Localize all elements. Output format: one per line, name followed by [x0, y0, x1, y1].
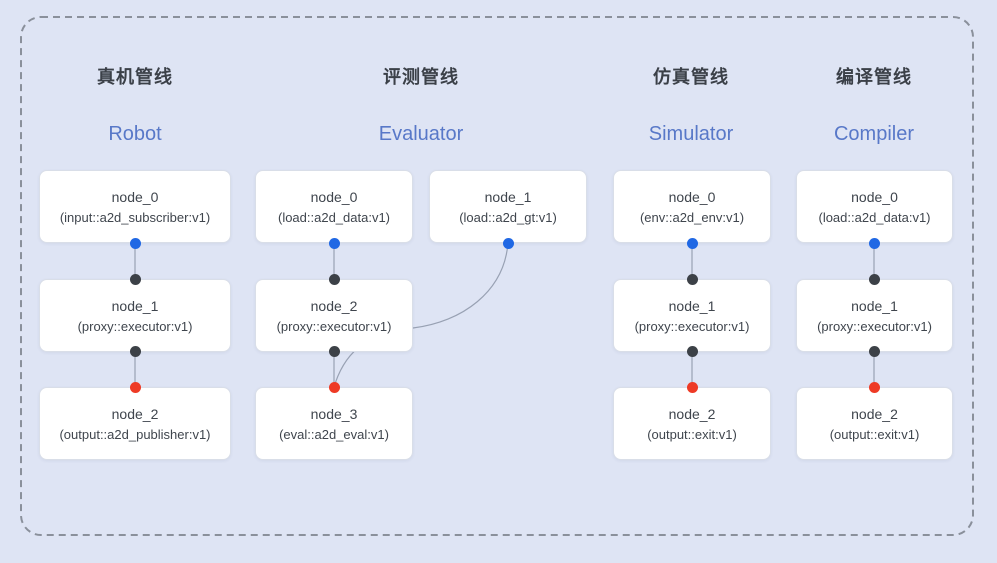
robot-title-en: Robot: [108, 123, 162, 145]
compiler-node-1-output-port-dot: [868, 345, 880, 357]
robot-node-1-input-port-dot: [129, 273, 141, 285]
compiler-title-en: Compiler: [833, 123, 915, 145]
evaluator-node-3: node_3 (eval::a2d_eval:v1): [255, 387, 413, 460]
evaluator-node-2-input-port-dot: [328, 273, 340, 285]
node-name: node_1: [111, 297, 159, 314]
connector-curve-gt-to-eval: [333, 242, 509, 388]
simulator-node-1: node_1 (proxy::executor:v1): [613, 279, 771, 352]
compiler-node-0: node_0 (load::a2d_data:v1): [796, 170, 953, 243]
robot-node-2: node_2 (output::a2d_publisher:v1): [39, 387, 231, 460]
compiler-node-2: node_2 (output::exit:v1): [796, 387, 953, 460]
node-spec: (output::exit:v1): [829, 426, 920, 442]
robot-node-0: node_0 (input::a2d_subscriber:v1): [39, 170, 231, 243]
simulator-node-2-input-port-dot: [686, 381, 698, 393]
node-spec: (proxy::executor:v1): [817, 318, 932, 334]
simulator-node-0: node_0 (env::a2d_env:v1): [613, 170, 771, 243]
evaluator-node-3-input-port-dot: [328, 381, 340, 393]
evaluator-node-0: node_0 (load::a2d_data:v1): [255, 170, 413, 243]
node-name: node_3: [310, 405, 358, 422]
evaluator-node-1-output-port-dot: [502, 237, 514, 249]
node-spec: (output::exit:v1): [647, 426, 737, 442]
simulator-node-1-input-port-dot: [686, 273, 698, 285]
compiler-node-1-input-port-dot: [868, 273, 880, 285]
simulator-node-2: node_2 (output::exit:v1): [613, 387, 771, 460]
evaluator-node-2: node_2 (proxy::executor:v1): [255, 279, 413, 352]
robot-node-0-output-port-dot: [129, 237, 141, 249]
node-spec: (load::a2d_gt:v1): [459, 209, 557, 225]
node-name: node_0: [111, 188, 159, 205]
node-name: node_1: [851, 297, 898, 314]
node-spec: (proxy::executor:v1): [77, 318, 193, 334]
node-spec: (proxy::executor:v1): [276, 318, 392, 334]
node-spec: (proxy::executor:v1): [634, 318, 750, 334]
robot-title-cn: 真机管线: [97, 67, 173, 87]
node-name: node_2: [851, 405, 898, 422]
robot-node-1-output-port-dot: [129, 345, 141, 357]
node-spec: (output::a2d_publisher:v1): [59, 426, 211, 442]
compiler-node-2-input-port-dot: [868, 381, 880, 393]
simulator-node-0-output-port-dot: [686, 237, 698, 249]
dashed-boundary: [20, 16, 974, 536]
node-name: node_2: [310, 297, 358, 314]
simulator-title-en: Simulator: [648, 123, 734, 145]
node-name: node_0: [310, 188, 358, 205]
evaluator-node-1: node_1 (load::a2d_gt:v1): [429, 170, 587, 243]
simulator-node-1-output-port-dot: [686, 345, 698, 357]
compiler-node-0-output-port-dot: [868, 237, 880, 249]
evaluator-node-2-output-port-dot: [328, 345, 340, 357]
compiler-node-1: node_1 (proxy::executor:v1): [796, 279, 953, 352]
simulator-title-cn: 仿真管线: [653, 67, 729, 87]
node-name: node_0: [668, 188, 716, 205]
robot-node-1: node_1 (proxy::executor:v1): [39, 279, 231, 352]
evaluator-node-0-output-port-dot: [328, 237, 340, 249]
node-name: node_1: [668, 297, 716, 314]
evaluator-title-en: Evaluator: [378, 123, 464, 145]
node-spec: (env::a2d_env:v1): [639, 209, 745, 225]
node-name: node_2: [668, 405, 716, 422]
node-name: node_0: [851, 188, 898, 205]
node-spec: (load::a2d_data:v1): [818, 209, 931, 225]
node-name: node_2: [111, 405, 159, 422]
evaluator-title-cn: 评测管线: [383, 67, 459, 87]
robot-node-2-input-port-dot: [129, 381, 141, 393]
node-spec: (input::a2d_subscriber:v1): [59, 209, 211, 225]
node-spec: (eval::a2d_eval:v1): [279, 426, 389, 442]
node-spec: (load::a2d_data:v1): [277, 209, 391, 225]
compiler-title-cn: 编译管线: [836, 67, 912, 87]
node-name: node_1: [484, 188, 532, 205]
